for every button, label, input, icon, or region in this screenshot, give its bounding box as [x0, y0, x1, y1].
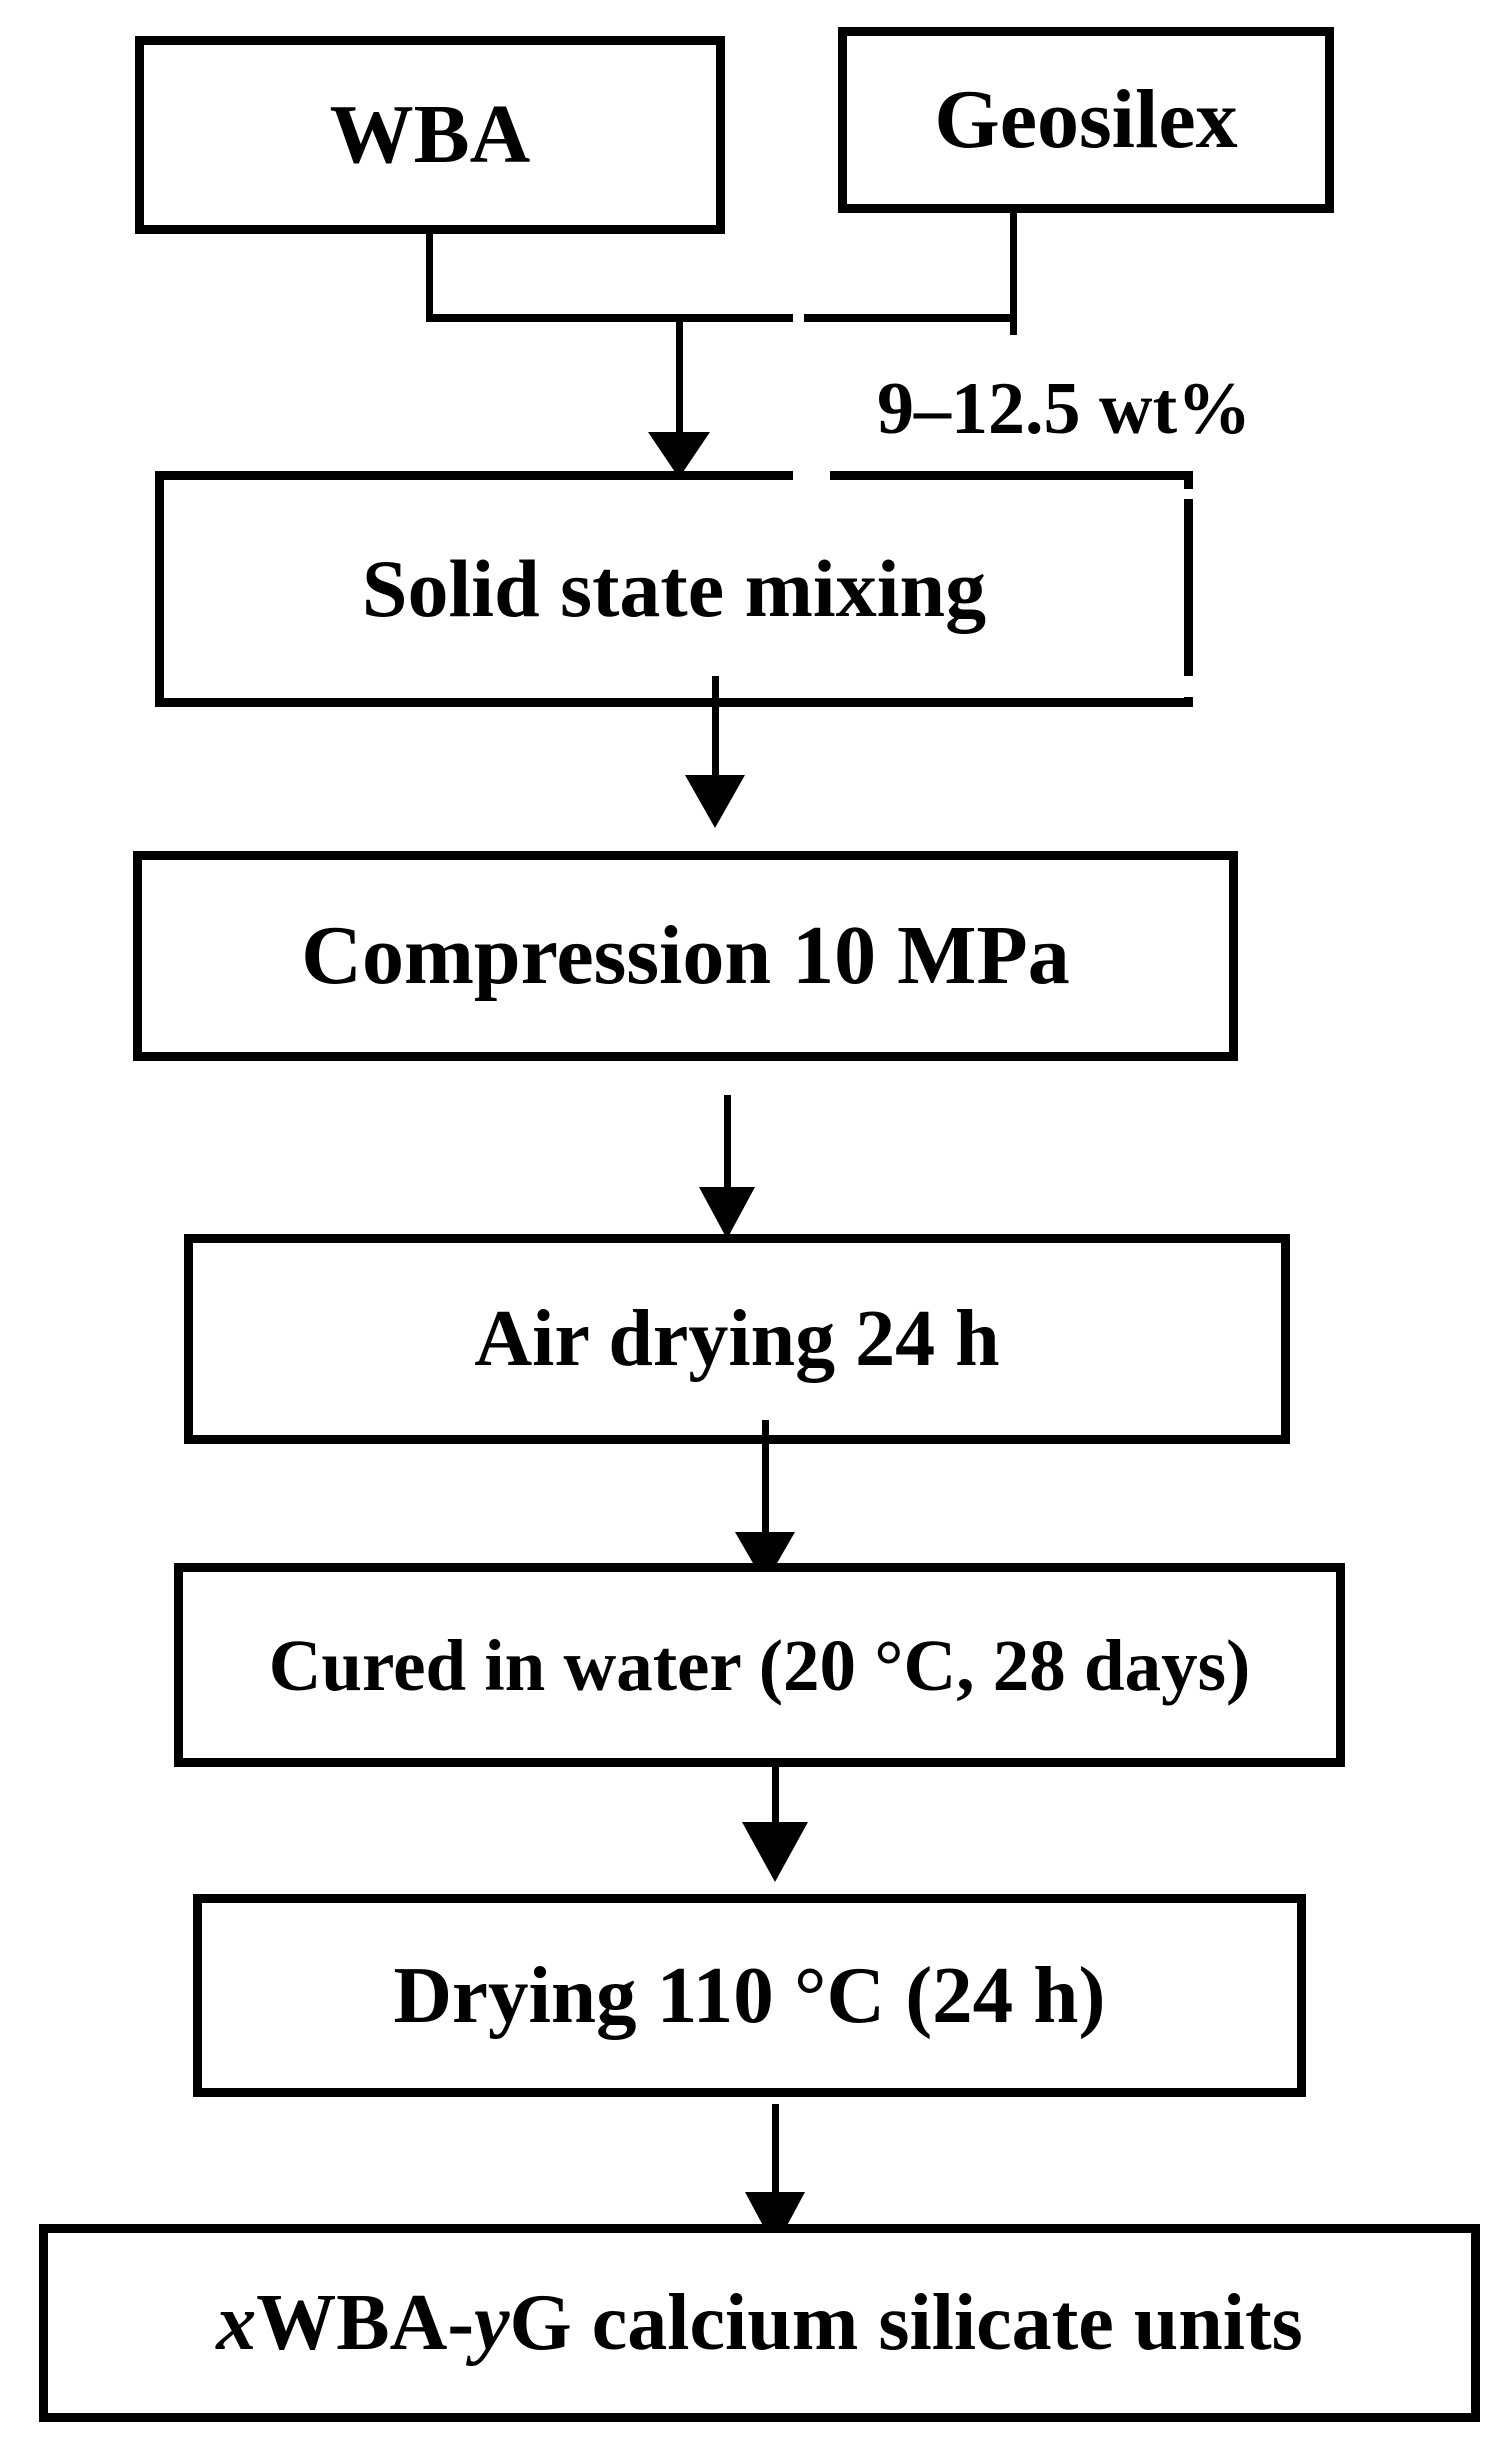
node-air-drying: Air drying 24 h	[184, 1234, 1290, 1444]
arrow-curing-to-drying-line	[772, 1767, 779, 1822]
arrow-compression-to-airdrying-head	[699, 1187, 755, 1239]
node-product-label-part-x: x	[216, 2279, 257, 2367]
node-product-label: xWBA-yG calcium silicate units	[216, 2283, 1303, 2363]
arrow-merge-to-mixing-head	[648, 432, 710, 478]
node-geosilex: Geosilex	[838, 27, 1334, 213]
node-oven-drying: Drying 110 °C (24 h)	[193, 1894, 1306, 2097]
node-wba-label: WBA	[329, 88, 531, 181]
arrow-mixing-to-compression-line	[712, 676, 719, 775]
node-product-label-part-wba: WBA-	[256, 2279, 474, 2367]
node-solid-state-mixing-label: Solid state mixing	[361, 543, 987, 634]
connector-geosilex-drop-line	[1010, 213, 1017, 335]
node-product-label-part-rest: G calcium silicate units	[509, 2279, 1303, 2367]
connector-wba-drop-line	[426, 234, 433, 320]
border-gap-artifact-right-lower	[1183, 676, 1194, 697]
connector-merge-line-left-segment	[426, 314, 793, 322]
node-wba: WBA	[135, 36, 725, 234]
node-compression-label: Compression 10 MPa	[301, 909, 1070, 1002]
arrow-airdrying-to-curing-line	[762, 1420, 769, 1532]
border-gap-artifact-top	[793, 471, 830, 481]
mix-ratio-annotation: 9–12.5 wt%	[877, 368, 1252, 450]
node-air-drying-label: Air drying 24 h	[474, 1295, 1000, 1383]
node-product: xWBA-yG calcium silicate units	[39, 2224, 1480, 2422]
arrow-compression-to-airdrying-line	[724, 1095, 731, 1187]
node-water-curing: Cured in water (20 °C, 28 days)	[174, 1563, 1345, 1767]
node-solid-state-mixing: Solid state mixing	[155, 471, 1193, 707]
arrow-drying-to-product-line	[772, 2104, 779, 2192]
node-water-curing-label: Cured in water (20 °C, 28 days)	[268, 1624, 1251, 1706]
arrow-merge-to-mixing-line	[676, 318, 683, 432]
arrow-mixing-to-compression-head	[685, 775, 745, 828]
node-oven-drying-label: Drying 110 °C (24 h)	[393, 1950, 1106, 2040]
node-product-label-part-y: y	[473, 2279, 510, 2367]
node-compression: Compression 10 MPa	[133, 851, 1238, 1061]
border-gap-artifact-right-upper	[1183, 489, 1194, 499]
node-geosilex-label: Geosilex	[934, 73, 1238, 166]
connector-merge-line-right-segment	[804, 314, 1016, 322]
arrow-curing-to-drying-head	[742, 1822, 808, 1882]
